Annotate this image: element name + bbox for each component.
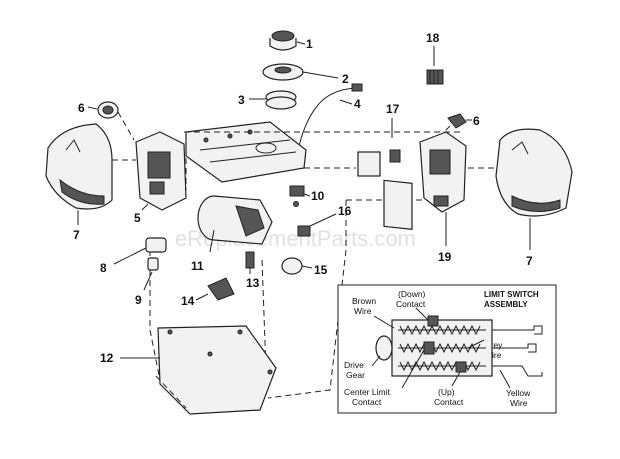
- part-4-cord: [297, 83, 363, 151]
- callout-7-left: 7: [73, 228, 80, 242]
- label-center-limit-1: Center Limit: [344, 387, 390, 397]
- callout-11: 11: [191, 259, 204, 273]
- part-3-bearing: [249, 90, 297, 110]
- part-7-left-cover: [45, 123, 113, 225]
- label-brown-wire-2: Wire: [354, 306, 372, 316]
- callout-15: 15: [314, 263, 328, 277]
- callout-9: 9: [135, 293, 142, 307]
- part-18-clip: [426, 46, 444, 85]
- callout-5: 5: [134, 211, 141, 225]
- part-1-cap: [269, 30, 306, 51]
- callout-10: 10: [311, 189, 325, 203]
- callout-17: 17: [386, 102, 400, 116]
- label-drive-gear-1: Drive: [344, 360, 364, 370]
- part-7-right-cover: [495, 128, 573, 250]
- callout-19: 19: [438, 250, 452, 264]
- callout-12: 12: [100, 351, 114, 365]
- part-17-board: [357, 118, 413, 230]
- callout-8: 8: [100, 261, 107, 275]
- part-6-left-bulb: [87, 101, 135, 141]
- callout-1: 1: [306, 37, 313, 51]
- label-drive-gear-2: Gear: [346, 370, 365, 380]
- part-11-motor: [197, 195, 273, 253]
- callout-3: 3: [238, 93, 245, 107]
- part-13-screw: [245, 251, 255, 274]
- part-14-capacitor: [195, 277, 235, 301]
- part-10-bracket: [289, 185, 311, 207]
- label-grey-wire-2: Wire: [484, 350, 502, 360]
- part-12-panel: [120, 325, 277, 415]
- callout-16: 16: [338, 204, 352, 218]
- label-down-contact-2: Contact: [396, 299, 426, 309]
- callout-18: 18: [426, 31, 440, 45]
- callout-13: 13: [246, 276, 260, 290]
- callout-7-right: 7: [526, 254, 533, 268]
- part-8-socket: [113, 237, 167, 265]
- inset-title-1: LIMIT SWITCH: [484, 290, 539, 299]
- label-grey-wire-1: Grey: [484, 340, 503, 350]
- part-16-switch: [297, 213, 337, 237]
- callout-14: 14: [181, 294, 195, 308]
- part-15-light-lens: [281, 257, 313, 275]
- inset-title-2: ASSEMBLY: [484, 300, 528, 309]
- dash-center-down: [261, 259, 267, 371]
- label-up-contact-1: (Up): [438, 387, 455, 397]
- part-9-bulb: [143, 257, 159, 291]
- callout-2: 2: [342, 72, 349, 86]
- chassis-plate: [185, 121, 307, 183]
- label-up-contact-2: Contact: [434, 397, 464, 407]
- label-center-limit-2: Contact: [352, 397, 382, 407]
- callout-6-right: 6: [473, 114, 480, 128]
- callout-6-left: 6: [78, 101, 85, 115]
- callout-4: 4: [354, 97, 361, 111]
- label-yellow-wire-2: Wire: [510, 398, 528, 408]
- limit-switch-inset: LIMIT SWITCH ASSEMBLY Brown Wire (Down) …: [337, 284, 557, 414]
- limit-switch-drawing: [371, 307, 543, 389]
- part-2-pulley: [262, 63, 339, 81]
- dash-left-down: [149, 250, 161, 381]
- part-19-right-frame: [419, 131, 467, 246]
- label-brown-wire-1: Brown: [352, 296, 376, 306]
- label-down-contact-1: (Down): [398, 289, 426, 299]
- label-yellow-wire-1: Yellow: [506, 388, 531, 398]
- part-5-left-frame: [135, 131, 187, 211]
